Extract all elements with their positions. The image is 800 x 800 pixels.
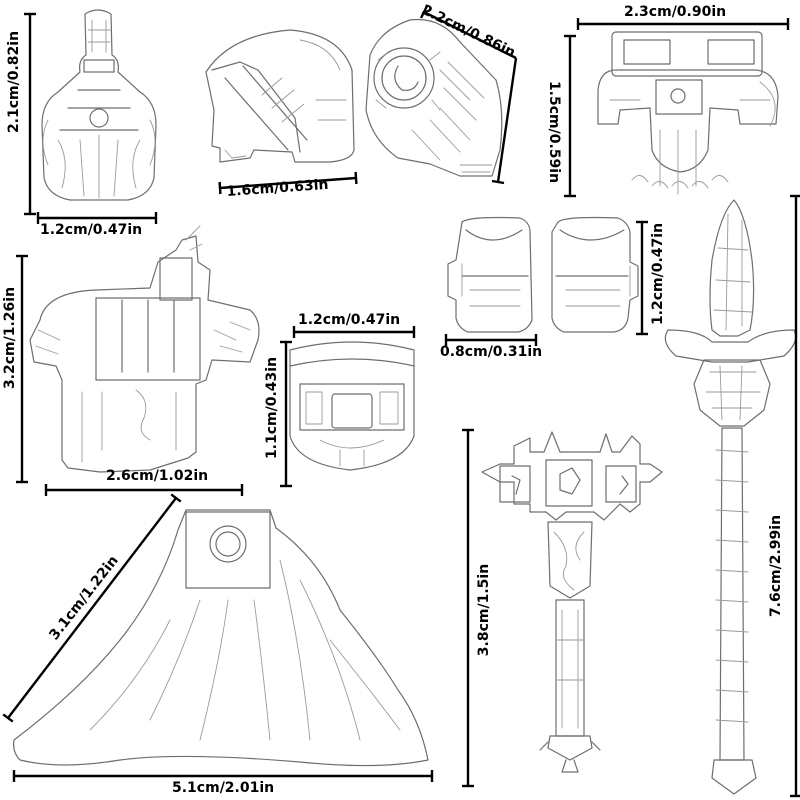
torso-height-text: 3.2cm/1.26in — [2, 286, 18, 390]
sword-height-text: 7.6cm/2.99in — [768, 514, 784, 618]
helmet-height-text: 2.1cm/0.82in — [6, 30, 22, 134]
shoulder-pad-side-line — [496, 57, 518, 183]
belt-icon — [289, 341, 415, 471]
hammer-icon — [481, 431, 663, 773]
knee-pad-icon — [551, 216, 639, 333]
backpack-width-label: 2.3cm/0.90in — [624, 4, 727, 20]
helmet-width-label: 1.2cm/0.47in — [40, 222, 143, 238]
chest-plate-icon — [205, 29, 355, 163]
torso-width-label: 2.6cm/1.02in — [106, 468, 209, 484]
chest-plate-width-line — [219, 176, 357, 190]
belt-height-text: 1.1cm/0.43in — [264, 356, 280, 460]
sword-icon — [664, 199, 797, 795]
cape-slant-line — [7, 497, 177, 719]
backpack-icon — [597, 31, 779, 195]
knee-pad-icon — [447, 216, 533, 333]
belt-width-label: 1.2cm/0.47in — [298, 312, 401, 328]
knee-pad-width-label: 0.8cm/0.31in — [440, 344, 543, 360]
shoulder-pad-icon — [365, 18, 503, 177]
cape-icon — [13, 509, 429, 767]
backpack-height-text: 1.5cm/0.59in — [546, 80, 562, 184]
dimension-lines — [2, 5, 800, 798]
helmet-icon — [41, 9, 157, 201]
cape-width-label: 5.1cm/2.01in — [172, 780, 275, 796]
shoulder-pad-top-line — [423, 10, 517, 60]
knee-pad-height-text: 1.2cm/0.47in — [650, 222, 666, 326]
hammer-height-text: 3.8cm/1.5in — [476, 563, 492, 657]
torso-icon — [29, 225, 260, 473]
